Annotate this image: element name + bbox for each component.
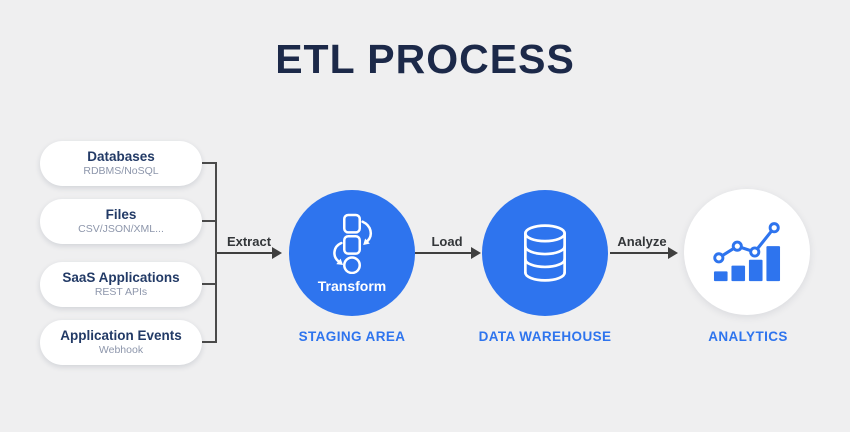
source-box-files: Files CSV/JSON/XML... <box>40 199 202 244</box>
analytics-node <box>684 189 810 315</box>
arrow-label-extract: Extract <box>226 234 272 249</box>
staging-area-node: Transform <box>289 190 415 316</box>
page-title: ETL PROCESS <box>275 36 575 82</box>
load-arrow-head <box>471 247 481 259</box>
analyze-arrow-head <box>668 247 678 259</box>
staging-area-label: STAGING AREA <box>298 329 406 344</box>
connector-stub-saas <box>202 283 217 285</box>
extract-arrow-head <box>272 247 282 259</box>
transform-label: Transform <box>317 278 387 294</box>
data-warehouse-label: DATA WAREHOUSE <box>478 329 612 344</box>
extract-arrow-line <box>217 252 274 254</box>
source-box-application-events: Application Events Webhook <box>40 320 202 365</box>
source-sublabel: CSV/JSON/XML... <box>78 223 164 236</box>
source-label: Databases <box>87 148 155 164</box>
analyze-arrow-line <box>610 252 670 254</box>
connector-stub-databases <box>202 162 217 164</box>
source-sublabel: Webhook <box>98 344 144 357</box>
connector-stub-files <box>202 220 217 222</box>
source-sublabel: RDBMS/NoSQL <box>83 165 159 178</box>
database-cylinder-icon <box>524 224 566 282</box>
connector-bracket-line <box>215 162 217 343</box>
analytics-label: ANALYTICS <box>708 329 788 344</box>
source-sublabel: REST APIs <box>94 286 148 299</box>
source-box-saas-applications: SaaS Applications REST APIs <box>40 262 202 307</box>
connector-stub-events <box>202 341 217 343</box>
source-box-databases: Databases RDBMS/NoSQL <box>40 141 202 186</box>
source-label: Files <box>105 206 137 222</box>
arrow-label-analyze: Analyze <box>617 234 667 249</box>
transform-flow-icon <box>333 213 373 274</box>
load-arrow-line <box>415 252 473 254</box>
arrow-label-load: Load <box>431 234 463 249</box>
source-label: SaaS Applications <box>62 269 180 285</box>
bar-line-chart-icon <box>713 222 781 282</box>
source-label: Application Events <box>60 327 182 343</box>
data-warehouse-node <box>482 190 608 316</box>
